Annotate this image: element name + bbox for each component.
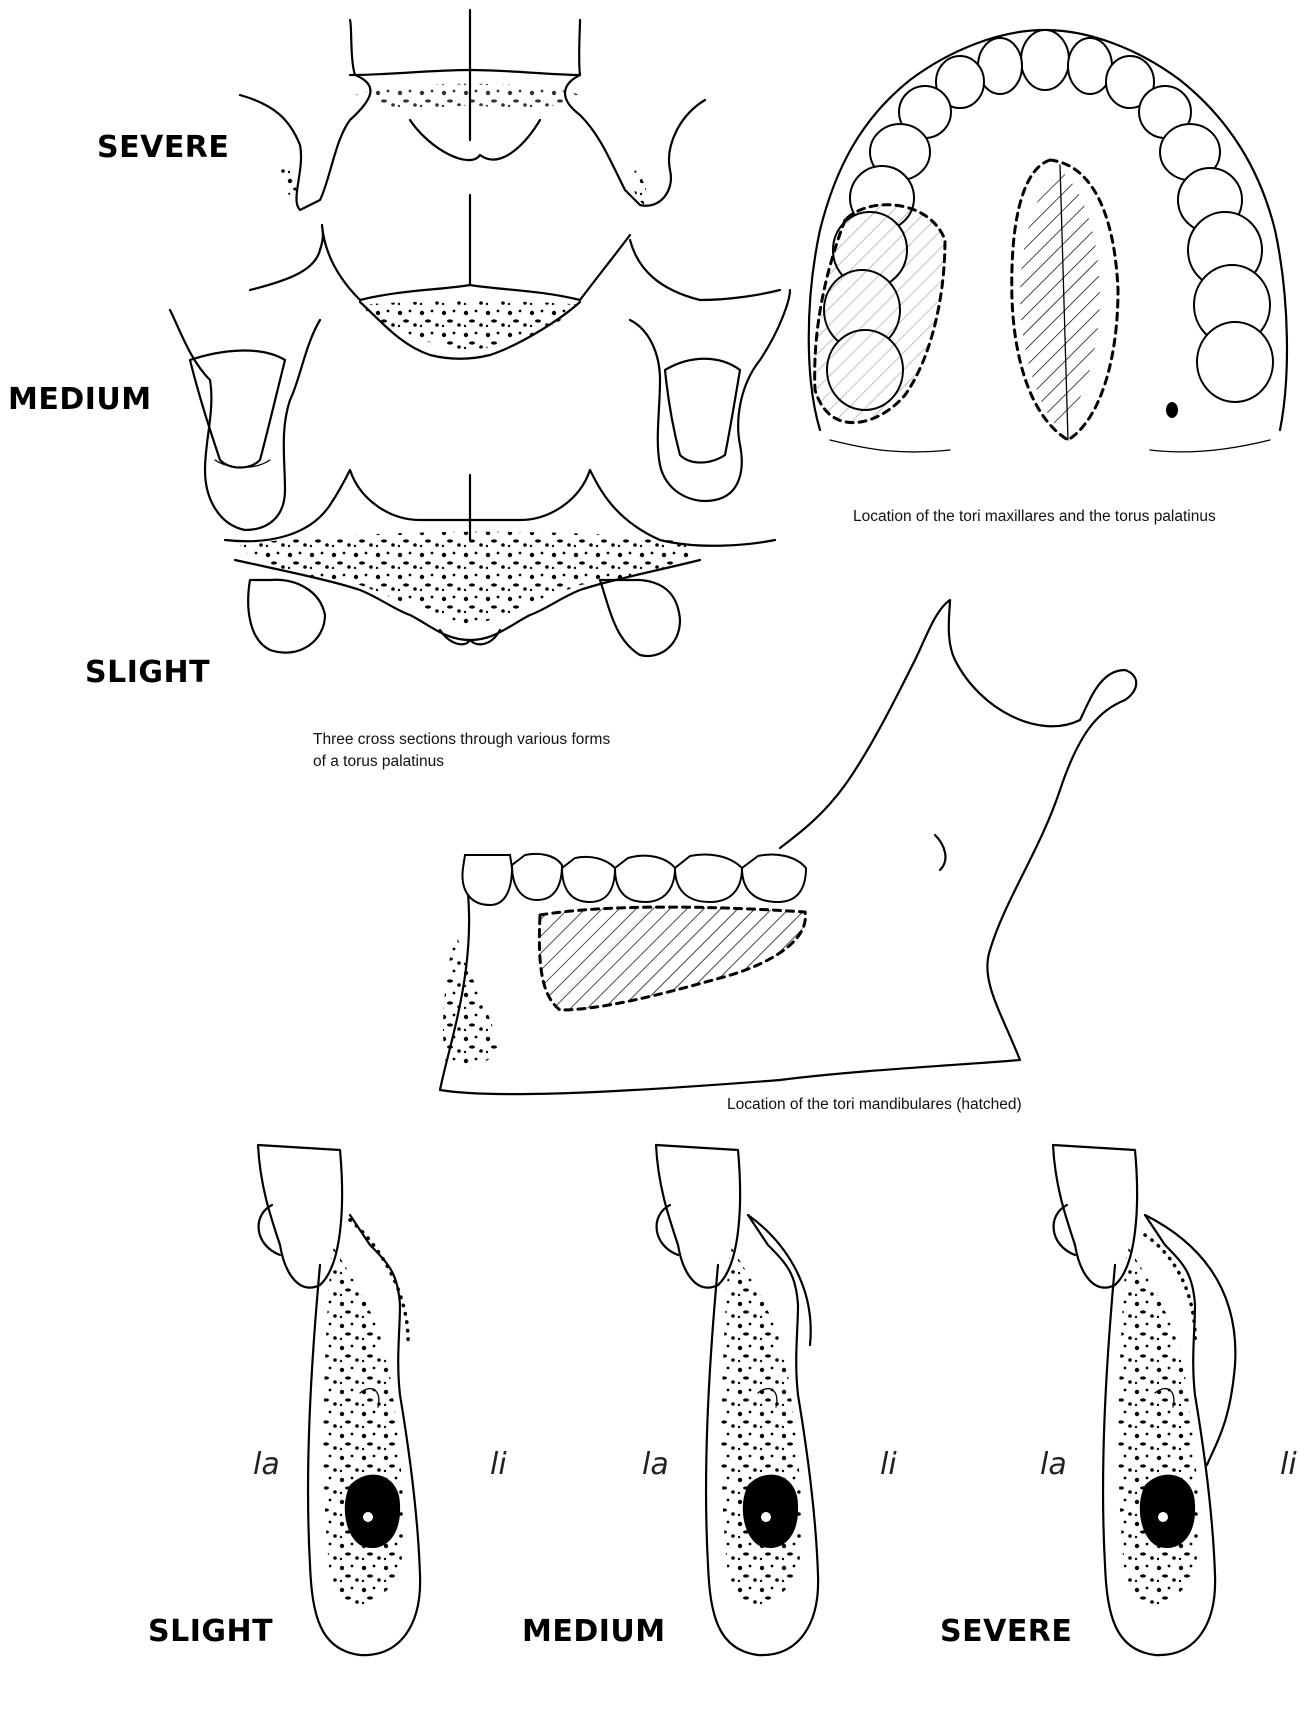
palatal-section-severe bbox=[240, 10, 705, 210]
mandible-caption: Location of the tori mandibulares (hatch… bbox=[727, 1094, 1022, 1116]
label-slight-palatal: SLIGHT bbox=[85, 655, 210, 690]
mandibular-section-severe bbox=[1053, 1145, 1235, 1655]
labial-label-medium: la bbox=[642, 1447, 669, 1482]
labial-label-slight: la bbox=[253, 1447, 280, 1482]
label-medium-palatal: MEDIUM bbox=[8, 382, 152, 417]
labial-label-severe: la bbox=[1040, 1447, 1067, 1482]
lingual-label-severe: li bbox=[1280, 1447, 1297, 1482]
label-severe-mandibular: SEVERE bbox=[940, 1614, 1072, 1649]
palatal-caption-line1: Three cross sections through various for… bbox=[313, 729, 610, 751]
palatal-section-medium bbox=[170, 195, 790, 530]
maxilla-occlusal-view bbox=[809, 30, 1287, 452]
palatal-caption: Three cross sections through various for… bbox=[313, 729, 610, 773]
label-medium-mandibular: MEDIUM bbox=[522, 1614, 666, 1649]
label-severe-palatal: SEVERE bbox=[97, 130, 229, 165]
mandibular-section-medium bbox=[656, 1145, 818, 1655]
mandibular-section-slight bbox=[258, 1145, 420, 1655]
maxilla-caption: Location of the tori maxillares and the … bbox=[853, 506, 1216, 528]
label-slight-mandibular: SLIGHT bbox=[148, 1614, 273, 1649]
lingual-label-medium: li bbox=[880, 1447, 897, 1482]
mandible-lateral-view bbox=[440, 600, 1136, 1094]
palatal-section-slight bbox=[225, 470, 775, 656]
palatal-caption-line2: of a torus palatinus bbox=[313, 751, 610, 773]
lingual-label-slight: li bbox=[490, 1447, 507, 1482]
